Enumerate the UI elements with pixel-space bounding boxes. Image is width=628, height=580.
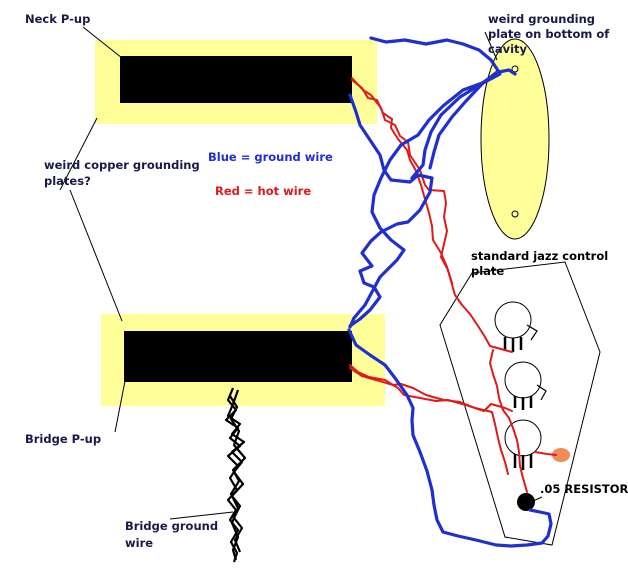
label-grounding-plate-line2: plate on bottom of xyxy=(488,27,610,41)
neck-pickup xyxy=(120,56,352,103)
label-grounding-plate-line1: weird grounding xyxy=(488,12,596,26)
control-plate xyxy=(439,261,601,546)
label-copper-plates-line2: plates? xyxy=(44,174,91,188)
label-bridge-pickup: Bridge P-up xyxy=(25,432,102,446)
label-neck-pickup: Neck P-up xyxy=(25,12,91,26)
label-control-plate-line1: standard jazz control xyxy=(471,249,609,263)
label-bridge-ground-line2: wire xyxy=(125,536,154,550)
label-bridge-ground-line1: Bridge ground xyxy=(125,519,219,533)
ground-wires xyxy=(347,36,553,548)
hot-wires xyxy=(349,77,557,493)
output-jack xyxy=(517,493,535,511)
bridge-pickup xyxy=(124,331,352,382)
grounding-plate-screw xyxy=(511,65,519,73)
legend-hot-wire: Red = hot wire xyxy=(215,184,312,198)
label-copper-plates-line1: weird copper grounding xyxy=(44,158,200,172)
label-grounding-plate-line3: cavity xyxy=(488,42,528,56)
tone-pot xyxy=(504,419,542,470)
label-resistor: .05 RESISTOR xyxy=(540,482,628,496)
bridge-ground-wire xyxy=(224,387,247,563)
legend-ground-wire: Blue = ground wire xyxy=(208,150,333,164)
resistor xyxy=(552,448,570,462)
volume-pot-2 xyxy=(504,361,547,410)
grounding-plate xyxy=(480,38,550,240)
grounding-plate-screw xyxy=(511,210,519,218)
wiring-diagram xyxy=(59,26,601,563)
label-control-plate-line2: plate xyxy=(471,264,505,278)
volume-pot-1 xyxy=(494,301,538,352)
